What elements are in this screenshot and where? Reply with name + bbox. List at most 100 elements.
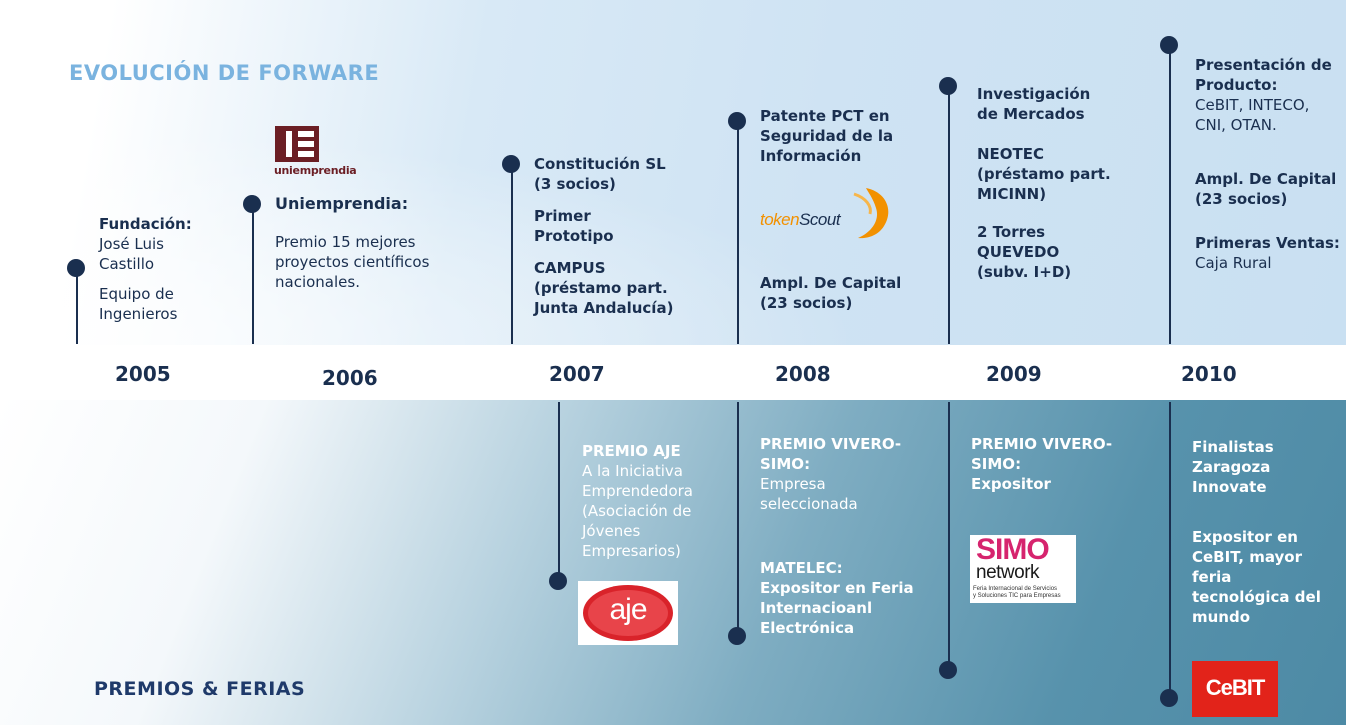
cebit-logo-text: CeBIT xyxy=(1205,675,1266,700)
line-2010-top xyxy=(1169,45,1171,344)
year-2005: 2005 xyxy=(115,362,171,386)
simo-logo-subtitle: Feria Internacional de Servicios y Soluc… xyxy=(973,586,1061,600)
line-2010-bottom xyxy=(1169,402,1171,698)
award-2007-heading: PREMIO AJE xyxy=(582,442,681,460)
uniemprendia-logo: uniemprendia xyxy=(274,126,364,182)
event-2007-line: CAMPUS xyxy=(534,259,606,277)
event-2009-line: de Mercados xyxy=(977,105,1085,123)
dot-2009-bottom xyxy=(939,661,957,679)
tokenscout-swoosh-icon xyxy=(853,188,889,239)
network-logo-text: network xyxy=(976,562,1040,583)
award-2010-heading: CeBIT, mayor xyxy=(1192,548,1302,566)
award-2008: PREMIO VIVERO- SIMO: Empresa seleccionad… xyxy=(760,434,914,638)
timeline-title: EVOLUCIÓN DE FORWARE xyxy=(69,61,380,85)
award-2010-heading: feria xyxy=(1192,568,1232,586)
aje-logo-mark xyxy=(583,585,673,641)
award-2008-line: Empresa xyxy=(760,475,826,493)
award-2010-heading: Expositor en xyxy=(1192,528,1298,546)
event-2008: Patente PCT en Seguridad de la Informaci… xyxy=(760,106,893,166)
event-2006: Uniemprendia: Premio 15 mejores proyecto… xyxy=(275,194,429,292)
award-2007-line: (Asociación de xyxy=(582,502,692,520)
event-2010-heading: Ampl. De Capital xyxy=(1195,170,1337,188)
event-2007-line: Constitución SL xyxy=(534,155,666,173)
tokenscout-logo-scout: Scout xyxy=(799,210,841,229)
event-2010-line: CNI, OTAN. xyxy=(1195,116,1277,134)
year-2010: 2010 xyxy=(1181,362,1237,386)
dot-2008-top xyxy=(728,112,746,130)
event-2010-heading: (23 socios) xyxy=(1195,190,1288,208)
award-2010-heading: Innovate xyxy=(1192,478,1267,496)
simo-network-logo: SIMO network Feria Internacional de Serv… xyxy=(970,533,1076,603)
event-2007-line: Junta Andalucía) xyxy=(534,299,674,317)
event-2010-heading: Producto: xyxy=(1195,76,1278,94)
award-2010-heading: tecnológica del xyxy=(1192,588,1321,606)
award-2010-heading: mundo xyxy=(1192,608,1251,626)
year-2006: 2006 xyxy=(322,366,378,390)
line-2005-top xyxy=(76,268,78,344)
event-2009-line: (subv. I+D) xyxy=(977,263,1072,281)
event-2006-heading: Uniemprendia: xyxy=(275,194,409,213)
dot-2006-top xyxy=(243,195,261,213)
event-2007-line: Primer xyxy=(534,207,591,225)
award-2008-line: seleccionada xyxy=(760,495,858,513)
award-2009-heading: SIMO: xyxy=(971,455,1022,473)
event-2006-line: proyectos científicos xyxy=(275,253,430,271)
event-2007-line: (préstamo part. xyxy=(534,279,668,297)
line-2007-top xyxy=(511,164,513,344)
award-2007-line: Empresarios) xyxy=(582,542,681,560)
event-2009-line: Investigación xyxy=(977,85,1091,103)
award-2008-heading: Electrónica xyxy=(760,619,855,637)
award-2007-line: A la Iniciativa xyxy=(582,462,683,480)
line-2006-top xyxy=(252,204,254,344)
line-2009-top xyxy=(948,86,950,344)
award-2008-heading: PREMIO VIVERO- xyxy=(760,435,902,453)
event-2008-line: (23 socios) xyxy=(760,294,853,312)
event-2009-line: MICINN) xyxy=(977,185,1047,203)
award-2008-heading: Internacioanl xyxy=(760,599,873,617)
event-2005-line: Equipo de xyxy=(99,285,174,303)
dot-2010-bottom xyxy=(1160,689,1178,707)
dot-2010-top xyxy=(1160,36,1178,54)
event-2008-capital: Ampl. De Capital (23 socios) xyxy=(760,273,901,313)
award-2009-heading: Expositor xyxy=(971,475,1051,493)
awards-title: PREMIOS & FERIAS xyxy=(94,678,306,700)
dot-2005-top xyxy=(67,259,85,277)
line-2008-bottom xyxy=(737,402,739,636)
event-2009: Investigación de Mercados NEOTEC (présta… xyxy=(977,84,1111,282)
event-2005: Fundación: José Luis Castillo Equipo de … xyxy=(99,214,192,324)
simo-logo-text: SIMO xyxy=(976,533,1050,566)
award-2007: PREMIO AJE A la Iniciativa Emprendedora … xyxy=(582,441,693,561)
event-2005-heading: Fundación: xyxy=(99,215,192,233)
award-2010-heading: Finalistas xyxy=(1192,438,1274,456)
event-2005-line: Castillo xyxy=(99,255,155,273)
award-2008-heading: Expositor en Feria xyxy=(760,579,914,597)
uniemprendia-logo-text: uniemprendia xyxy=(274,164,357,177)
event-2005-line: Ingenieros xyxy=(99,305,178,323)
cebit-logo: CeBIT xyxy=(1192,661,1278,717)
bottom-band xyxy=(0,400,1346,725)
event-2010-heading: Primeras Ventas: xyxy=(1195,234,1340,252)
award-2007-line: Emprendedora xyxy=(582,482,693,500)
event-2007: Constitución SL (3 socios) Primer Protot… xyxy=(534,154,673,318)
event-2008-line: Seguridad de la xyxy=(760,127,894,145)
event-2006-line: Premio 15 mejores xyxy=(275,233,416,251)
dot-2008-bottom xyxy=(728,627,746,645)
year-2009: 2009 xyxy=(986,362,1042,386)
uniemprendia-logo-mark xyxy=(275,126,319,162)
event-2005-line: José Luis xyxy=(99,235,164,253)
tokenscout-logo: tokenScout xyxy=(758,184,898,240)
event-2009-line: 2 Torres xyxy=(977,223,1046,241)
dot-2007-top xyxy=(502,155,520,173)
award-2010-heading: Zaragoza xyxy=(1192,458,1271,476)
event-2009-line: QUEVEDO xyxy=(977,243,1060,261)
event-2007-line: Prototipo xyxy=(534,227,614,245)
dot-2007-bottom xyxy=(549,572,567,590)
event-2010: Presentación de Producto: CeBIT, INTECO,… xyxy=(1195,55,1340,273)
top-band-shade xyxy=(0,0,1346,345)
aje-logo-text: aje xyxy=(609,593,647,626)
event-2009-line: NEOTEC xyxy=(977,145,1045,163)
event-2008-line: Información xyxy=(760,147,862,165)
line-2009-bottom xyxy=(948,402,950,670)
award-2008-heading: MATELEC: xyxy=(760,559,843,577)
award-2008-heading: SIMO: xyxy=(760,455,811,473)
